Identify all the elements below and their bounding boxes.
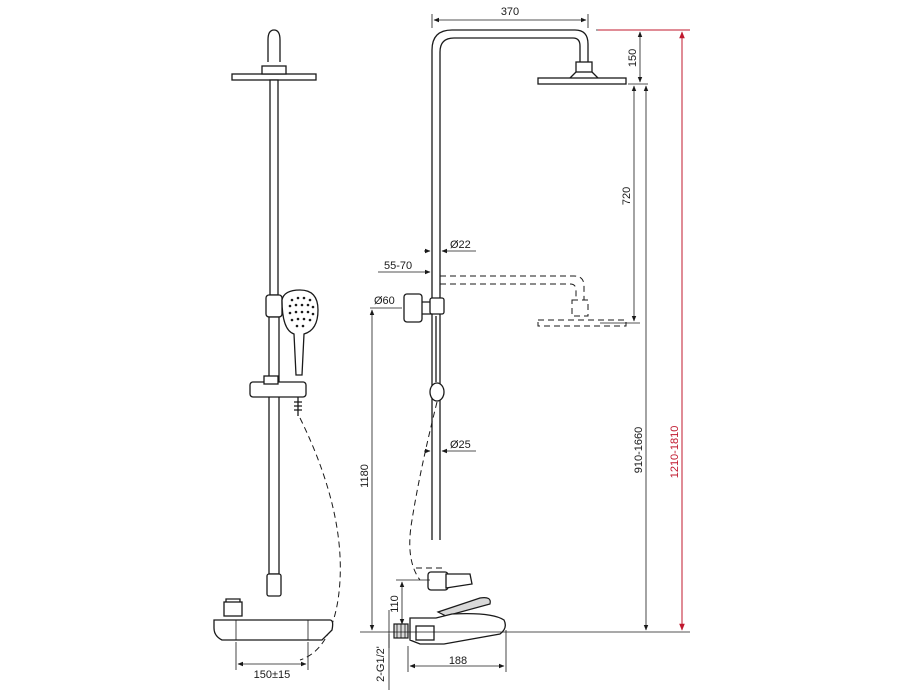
dimension-labels: 370 150 720 Ø22 55-70 Ø60 Ø25 1180 910-1… [254,6,681,682]
front-head-connector [261,65,287,75]
label-holder-diameter: Ø60 [374,295,395,307]
side-arm-alt-inner [440,283,577,300]
side-slider-knob [429,382,445,402]
front-hand-shower-nozzles [288,296,315,328]
side-holder-disc [403,293,423,323]
front-upper-pipe [269,79,279,296]
side-riser-inner [439,37,581,540]
side-riser-outer [431,29,589,540]
side-pipe-clamp [429,297,445,315]
label-wall-distance: 55-70 [384,260,412,272]
label-head-to-holder: 720 [621,187,633,205]
label-total-height: 1210-1810 [669,426,681,479]
label-spout-height: 110 [389,595,401,613]
label-pipe-lower: Ø25 [450,439,471,451]
front-mixer-body [213,619,334,641]
side-diverter-ring [427,571,449,591]
dimension-lines [369,14,690,672]
label-inlet-spacing: 150±15 [254,669,291,681]
side-hose [409,401,438,581]
side-head-connector [575,61,593,73]
front-slider-knob [263,375,279,385]
front-holder-ring [265,294,283,318]
front-hand-shower [281,289,319,376]
label-head-reach: 370 [501,6,519,18]
label-spout-length: 188 [449,655,467,667]
front-lower-pipe [268,316,280,575]
side-view [360,29,690,690]
side-arm-alt-outer [440,275,585,300]
front-riser-top [267,29,281,62]
side-diverter-knob [445,573,473,589]
label-holder-height: 1180 [359,464,371,488]
front-diverter [223,601,243,617]
front-hose-connector [294,397,302,416]
side-shower-head [537,77,627,85]
front-shower-head [231,73,317,81]
label-slider-range: 910-1660 [633,427,645,474]
front-lower-coupling [266,573,282,597]
side-shower-head-alt [537,319,627,327]
front-view [213,29,341,670]
label-connection: 2-G1/2' [375,646,387,682]
label-pipe-upper: Ø22 [450,239,471,251]
side-lever [436,597,491,617]
front-hose [299,417,341,661]
label-head-height: 150 [627,49,639,67]
